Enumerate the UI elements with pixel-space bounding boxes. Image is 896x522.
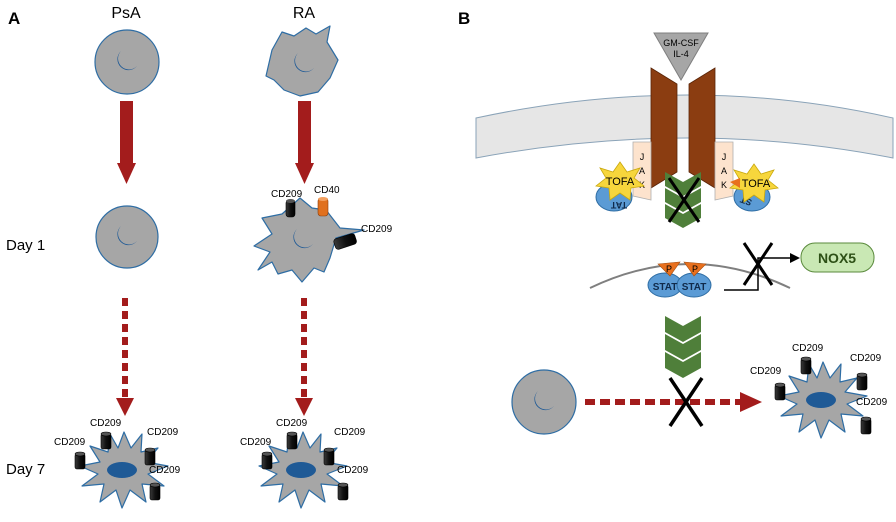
column-header-ra: RA xyxy=(293,5,316,22)
signal-chevrons-lower xyxy=(665,316,701,378)
cd209-marker xyxy=(774,382,786,401)
cd209-marker xyxy=(860,416,872,435)
phospho-label: P xyxy=(692,264,698,274)
ra-arrow-solid xyxy=(295,101,314,184)
cd209-label: CD209 xyxy=(90,418,122,429)
phospho-tag xyxy=(683,261,707,277)
tofa-label: TOFA xyxy=(606,176,635,188)
block-x-icon xyxy=(742,242,774,286)
ra-monocyte-cell xyxy=(265,25,339,97)
cd209-label: CD209 xyxy=(856,397,888,408)
panel-b-label: B xyxy=(458,9,470,28)
block-x-icon xyxy=(667,177,701,223)
psa-arrow-solid xyxy=(117,101,136,184)
panel-a: A PsA RA Day 1 Day 7 xyxy=(6,5,393,509)
cd209-marker xyxy=(144,447,156,466)
cd209-marker xyxy=(286,431,298,450)
cd209-marker xyxy=(800,356,812,375)
cd40-marker xyxy=(317,197,329,217)
monocyte-cell xyxy=(511,369,577,435)
cd209-marker xyxy=(333,233,357,250)
nox5-box: NOX5 xyxy=(800,242,875,273)
ra-arrow-dashed xyxy=(295,298,313,416)
dendritic-cell xyxy=(778,361,868,439)
receptor-left xyxy=(650,67,678,189)
cd209-label: CD209 xyxy=(337,465,369,476)
cd209-label: CD209 xyxy=(149,465,181,476)
nox5-label: NOX5 xyxy=(818,250,856,266)
jak-letter: K xyxy=(721,180,727,190)
cd209-label: CD209 xyxy=(147,427,179,438)
panel-a-label: A xyxy=(8,9,20,28)
jak-letter: A xyxy=(721,166,727,176)
cell-membrane xyxy=(475,94,894,159)
tofa-star-left: TOFA xyxy=(595,161,645,201)
stat-dimer: STAT STAT P P xyxy=(647,261,712,298)
phospho-label: P xyxy=(666,264,672,274)
cd209-marker xyxy=(285,199,296,218)
tofa-label: TOFA xyxy=(742,178,771,190)
ra-day1-cell xyxy=(253,197,365,283)
psa-arrow-dashed xyxy=(116,298,134,416)
cd209-label: CD209 xyxy=(54,437,86,448)
cd209-label: CD209 xyxy=(276,418,308,429)
receptor-right xyxy=(688,67,716,189)
psa-monocyte-cell xyxy=(94,29,160,95)
column-header-psa: PsA xyxy=(111,5,141,22)
jak-letter: J xyxy=(640,152,645,162)
jak-letter: J xyxy=(722,152,727,162)
cd209-marker xyxy=(337,482,349,501)
cd209-marker xyxy=(149,482,161,501)
ligand-label-il4: IL-4 xyxy=(673,49,689,59)
psa-day1-cell xyxy=(95,205,159,269)
ligand-triangle: GM-CSF IL-4 xyxy=(653,32,709,82)
row-label-day1: Day 1 xyxy=(6,237,45,254)
jak-letter: A xyxy=(639,166,645,176)
transcription-arrow xyxy=(724,257,790,291)
ra-dendritic-cell xyxy=(258,431,348,509)
differentiation-arrow-dashed xyxy=(585,392,762,412)
row-label-day7: Day 7 xyxy=(6,461,45,478)
phospho-tag xyxy=(730,178,740,188)
stat-label: STAT xyxy=(653,282,678,293)
block-x-icon xyxy=(668,377,704,427)
cd209-label: CD209 xyxy=(240,437,272,448)
cd209-label: CD209 xyxy=(271,189,303,200)
cd209-marker xyxy=(856,372,868,391)
stat-label: STAT xyxy=(682,282,707,293)
transcription-arrowhead xyxy=(790,253,800,263)
tofa-star-right: TOFA xyxy=(729,163,779,203)
cd209-marker xyxy=(261,451,273,470)
cd209-label: CD209 xyxy=(334,427,366,438)
cd209-marker xyxy=(74,451,86,470)
cd209-label: CD209 xyxy=(792,343,824,354)
phospho-tag xyxy=(657,261,681,277)
stat-left-label: TAT xyxy=(610,200,627,210)
cd209-label: CD209 xyxy=(750,366,782,377)
cd40-label: CD40 xyxy=(314,185,340,196)
ligand-label-gmcsf: GM-CSF xyxy=(663,38,699,48)
cd209-marker xyxy=(100,431,112,450)
jak-right: J A K xyxy=(714,141,734,201)
cd209-marker xyxy=(323,447,335,466)
cd209-label: CD209 xyxy=(850,353,882,364)
cd209-label: CD209 xyxy=(361,224,393,235)
panel-b: B GM-CSF IL-4 J A K J A K TAT ST xyxy=(458,9,894,439)
